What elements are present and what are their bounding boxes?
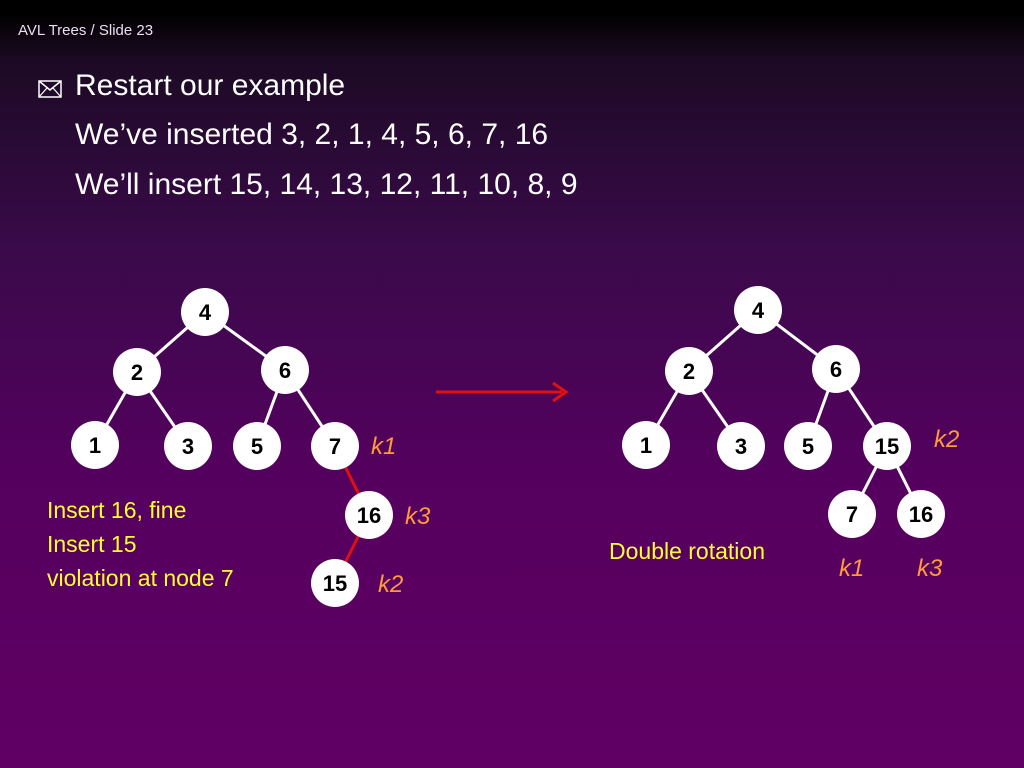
slide-label: AVL Trees / Slide 23	[18, 22, 154, 39]
tree-node: 6	[812, 345, 860, 393]
node-label: 15	[875, 434, 899, 459]
note-line: violation at node 7	[47, 565, 234, 591]
tag-k1: k1	[371, 433, 396, 460]
node-label: 4	[199, 300, 212, 325]
arrow-right-icon	[436, 381, 569, 403]
node-label: 3	[182, 434, 194, 459]
node-label: 16	[357, 503, 381, 528]
sub-text-to-insert: We’ll insert 15, 14, 13, 12, 11, 10, 8, …	[75, 168, 578, 201]
left-tree-nodes: 4 2 6 1 3 5 7	[71, 288, 393, 607]
note-line: Insert 16, fine	[47, 497, 186, 523]
tag-k1: k1	[839, 555, 864, 582]
tag-k2: k2	[378, 571, 403, 598]
note-line: Insert 15	[47, 531, 137, 557]
tree-node: 6	[261, 346, 309, 394]
tree-node: 7	[828, 490, 876, 538]
tree-node: 1	[622, 421, 670, 469]
node-label: 5	[251, 434, 263, 459]
tree-node: 16	[345, 491, 393, 539]
tag-k2: k2	[934, 426, 959, 453]
tree-node: 1	[71, 421, 119, 469]
tree-node: 3	[164, 422, 212, 470]
tag-k3: k3	[405, 503, 431, 530]
tree-node: 5	[784, 422, 832, 470]
node-label: 15	[323, 571, 347, 596]
envelope-icon	[38, 80, 62, 98]
node-label: 2	[131, 360, 143, 385]
bullet-text: Restart our example	[75, 69, 346, 102]
note-double-rotation: Double rotation	[609, 538, 765, 564]
node-label: 1	[640, 433, 652, 458]
sub-text-inserted: We’ve inserted 3, 2, 1, 4, 5, 6, 7, 16	[75, 118, 549, 151]
node-label: 1	[89, 433, 101, 458]
tree-node: 2	[113, 348, 161, 396]
tree-node: 15	[311, 559, 359, 607]
node-label: 4	[752, 298, 765, 323]
tree-node: 15	[863, 422, 911, 470]
tree-node: 5	[233, 422, 281, 470]
node-label: 5	[802, 434, 814, 459]
tag-k3: k3	[917, 555, 943, 582]
node-label: 7	[846, 502, 858, 527]
tree-node: 2	[665, 347, 713, 395]
node-label: 6	[279, 358, 291, 383]
right-tree-edges	[644, 308, 923, 515]
node-label: 3	[735, 434, 747, 459]
tree-node: 3	[717, 422, 765, 470]
tree-node: 7	[311, 422, 359, 470]
node-label: 6	[830, 357, 842, 382]
node-label: 2	[683, 359, 695, 384]
right-tree-nodes: 4 2 6 1 3 5 15	[622, 286, 945, 538]
node-label: 7	[329, 434, 341, 459]
node-label: 16	[909, 502, 933, 527]
tree-node: 16	[897, 490, 945, 538]
tree-node: 4	[734, 286, 782, 334]
tree-node: 4	[181, 288, 229, 336]
